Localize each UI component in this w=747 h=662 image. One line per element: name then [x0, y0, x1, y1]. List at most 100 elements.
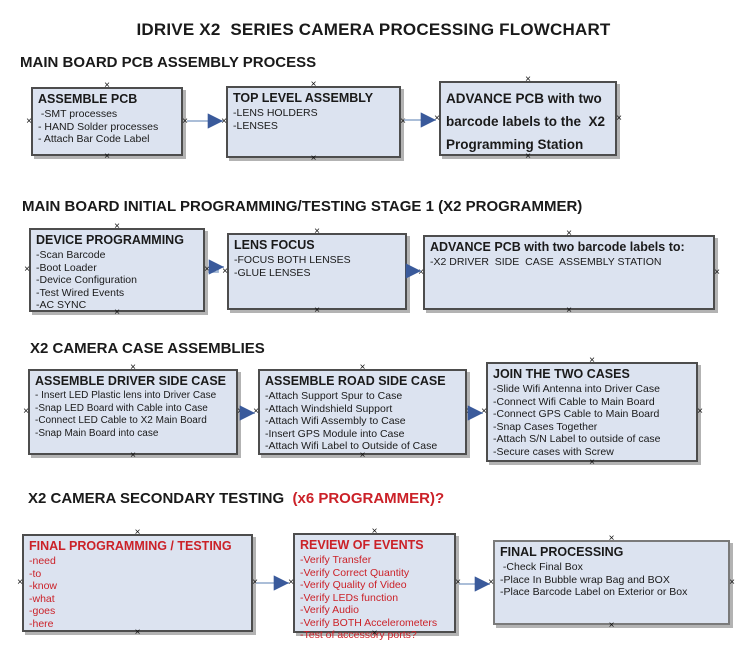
box-item: -to: [29, 567, 42, 580]
flow-box-join-the-two-cases: JOIN THE TWO CASES -Slide Wifi Antenna i…: [486, 362, 698, 462]
box-items: -X2 DRIVER SIDE CASE ASSEMBLY STATION: [430, 256, 709, 269]
box-title: ASSEMBLE PCB: [38, 92, 138, 106]
connection-handle-icon: [487, 579, 495, 587]
connection-handle-icon: [220, 118, 228, 126]
box-title: ADVANCE PCB with two barcode labels to t…: [446, 91, 609, 152]
box-item: -Secure cases with Screw: [493, 445, 614, 458]
connection-handle-icon: [236, 408, 244, 416]
connection-handle-icon: [203, 266, 211, 274]
connection-handle-icon: [433, 115, 441, 123]
box-item: -Attach S/N Label to outside of case: [493, 433, 661, 445]
box-items: -FOCUS BOTH LENSES-GLUE LENSES: [234, 254, 401, 279]
flow-arrow: [208, 259, 224, 275]
flow-box-assemble-pcb: ASSEMBLE PCB -SMT processes- HAND Solder…: [31, 87, 183, 156]
box-item: -X2 DRIVER SIDE CASE ASSEMBLY STATION: [430, 256, 662, 268]
flow-box-advance-pcb-programming-station: ADVANCE PCB with two barcode labels to t…: [439, 81, 617, 156]
connection-handle-icon: [615, 115, 623, 123]
page-title: IDRIVE X2 SERIES CAMERA PROCESSING FLOWC…: [136, 20, 611, 39]
connection-handle-icon: [310, 81, 318, 89]
flow-box-assemble-road-side-case: ASSEMBLE ROAD SIDE CASE -Attach Support …: [258, 369, 467, 455]
connection-handle-icon: [287, 579, 295, 587]
connection-handle-icon: [454, 579, 462, 587]
box-item: -Test of accessory ports?: [300, 629, 417, 641]
box-item: -goes: [29, 605, 56, 617]
flow-box-advance-pcb-driver-side-station: ADVANCE PCB with two barcode labels to: …: [423, 235, 715, 310]
connection-handle-icon: [313, 228, 321, 236]
box-item: -Test Wired Events: [36, 286, 125, 299]
connection-handle-icon: [16, 579, 24, 587]
box-item: -Insert GPS Module into Case: [265, 427, 405, 440]
box-item: -know: [29, 580, 58, 592]
connection-handle-icon: [524, 76, 532, 84]
connection-handle-icon: [588, 357, 596, 365]
connection-handle-icon: [371, 528, 379, 536]
box-item: -Snap Cases Together: [493, 420, 598, 433]
box-item: -need: [29, 555, 56, 567]
box-item: -Check Final Box: [500, 561, 583, 573]
box-items: -Slide Wifi Antenna into Driver Case -Con…: [493, 383, 692, 458]
box-title: REVIEW OF EVENTS: [300, 538, 424, 552]
section-heading-case-assemblies: X2 CAMERA CASE ASSEMBLIES: [30, 340, 265, 357]
box-title: DEVICE PROGRAMMING: [36, 233, 184, 247]
flow-box-review-of-events: REVIEW OF EVENTS -Verify Transfer-Verify…: [293, 533, 456, 641]
connection-handle-icon: [251, 579, 259, 587]
connection-handle-icon: [23, 266, 31, 274]
connection-handle-icon: [25, 118, 33, 126]
connection-handle-icon: [696, 408, 704, 416]
box-item: -LENSES: [233, 119, 278, 132]
box-title: ASSEMBLE ROAD SIDE CASE: [265, 374, 446, 388]
connection-handle-icon: [588, 459, 596, 467]
box-title: FINAL PROGRAMMING / TESTING: [29, 539, 232, 553]
section-heading-secondary-testing: X2 CAMERA SECONDARY TESTING (x6 PROGRAMM…: [28, 490, 444, 507]
box-item: -Verify LEDs function: [300, 591, 399, 604]
connection-handle-icon: [252, 408, 260, 416]
box-title: ADVANCE PCB with two barcode labels to:: [430, 240, 685, 254]
box-item: -Place Barcode Label on Exterior or Box: [500, 586, 688, 598]
section-heading-black-part: X2 CAMERA SECONDARY TESTING: [28, 490, 293, 507]
box-item: -Verify BOTH Accelerometers: [300, 616, 438, 629]
box-items: - Insert LED Plastic lens into Driver Ca…: [35, 390, 232, 440]
connection-handle-icon: [103, 82, 111, 90]
box-item: -Attach Support Spur to Case: [265, 390, 403, 402]
box-items: -LENS HOLDERS-LENSES: [233, 107, 395, 132]
connection-handle-icon: [565, 307, 573, 315]
connection-handle-icon: [310, 155, 318, 163]
connection-handle-icon: [465, 408, 473, 416]
connection-handle-icon: [565, 230, 573, 238]
connection-handle-icon: [480, 408, 488, 416]
box-title: ASSEMBLE DRIVER SIDE CASE: [35, 374, 227, 388]
box-item: - Attach Bar Code Label: [38, 133, 150, 145]
box-item: - HAND Solder processes: [38, 120, 159, 133]
box-title: TOP LEVEL ASSEMBLY: [233, 91, 374, 105]
connection-handle-icon: [113, 223, 121, 231]
section-heading-red-part: (x6 PROGRAMMER)?: [292, 490, 445, 507]
connection-handle-icon: [129, 364, 137, 372]
box-item: -Scan Barcode: [36, 249, 106, 261]
connection-handle-icon: [728, 579, 736, 587]
box-items: -need-to-know-what-goes-here: [29, 555, 247, 630]
box-item: -Attach Windshield Support: [265, 402, 393, 415]
connection-handle-icon: [399, 118, 407, 126]
box-item: -FOCUS BOTH LENSES: [234, 254, 351, 266]
connection-handle-icon: [359, 364, 367, 372]
connection-handle-icon: [181, 118, 189, 126]
box-item: -what: [29, 592, 55, 605]
box-item: -Snap Main Board into case: [35, 427, 159, 439]
box-items: -Scan Barcode-Boot Loader-Device Configu…: [36, 249, 199, 312]
box-item: -Slide Wifi Antenna into Driver Case: [493, 383, 660, 395]
flow-box-assemble-driver-side-case: ASSEMBLE DRIVER SIDE CASE - Insert LED P…: [28, 369, 238, 455]
box-item: -Connect GPS Cable to Main Board: [493, 408, 660, 420]
connection-handle-icon: [221, 268, 229, 276]
connection-handle-icon: [103, 153, 111, 161]
connection-handle-icon: [608, 535, 616, 543]
connection-handle-icon: [713, 269, 721, 277]
box-item: -LENS HOLDERS: [233, 107, 318, 119]
box-item: -Verify Audio: [300, 604, 359, 616]
connection-handle-icon: [417, 269, 425, 277]
box-items: -Verify Transfer-Verify Correct Quantity…: [300, 554, 450, 642]
connection-handle-icon: [134, 629, 142, 637]
box-item: -Connect LED Cable to X2 Main Board: [35, 415, 207, 426]
section-heading-pcb-assembly: MAIN BOARD PCB ASSEMBLY PROCESS: [20, 54, 317, 71]
box-item: -Verify Correct Quantity: [300, 566, 410, 579]
